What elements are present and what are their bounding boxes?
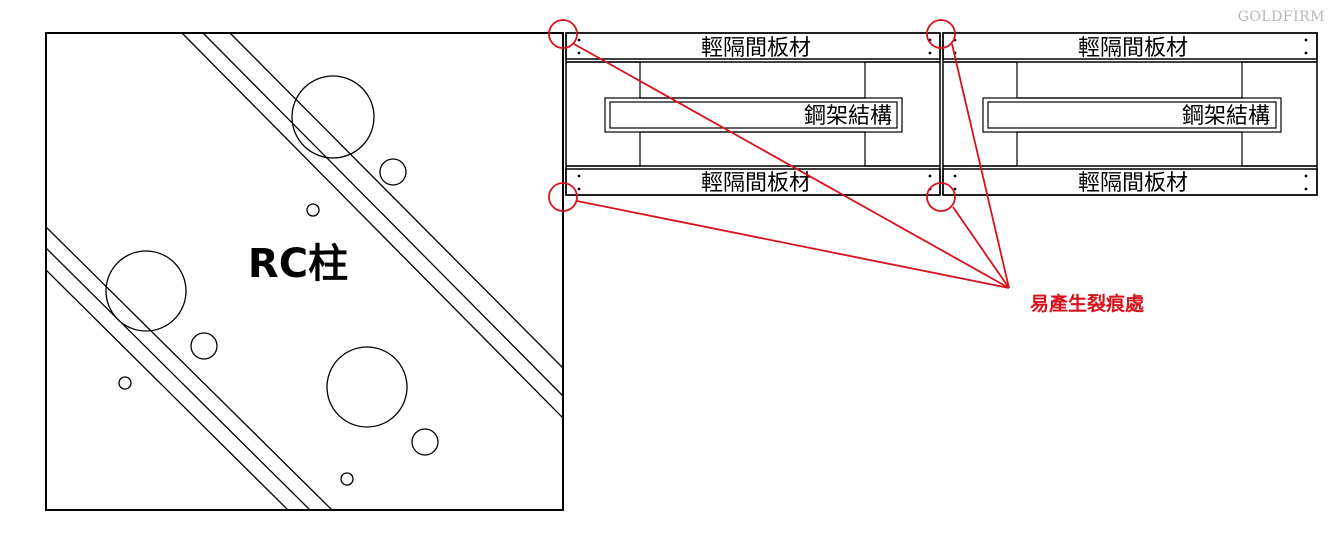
right-top-panel [942, 32, 1318, 60]
watermark: GOLDFIRM [1237, 9, 1325, 25]
aggregate-circle [340, 472, 354, 486]
rebar-line [46, 226, 333, 510]
left-steel-member [604, 97, 903, 133]
aggregate-circle [379, 158, 407, 186]
aggregate-circle [306, 203, 320, 217]
rc-column-label: RC柱 [248, 241, 348, 287]
right-top-panel-label: 輕隔間板材 [1078, 36, 1188, 61]
crack-marker-circle [926, 182, 956, 212]
left-steel-label: 鋼架結構 [804, 104, 892, 129]
rc-column-section: RC柱 [45, 32, 564, 511]
left-top-panel-label: 輕隔間板材 [701, 36, 811, 61]
leader-line [952, 206, 1010, 289]
rebar-line [46, 247, 311, 510]
aggregate-circle [190, 332, 218, 360]
right-partition-assembly: 輕隔間板材 鋼架結構 輕隔間板材 [942, 32, 1318, 196]
left-partition-assembly: 輕隔間板材 鋼架結構 輕隔間板材 [565, 32, 941, 196]
crack-callout-label: 易產生裂痕處 [1030, 292, 1145, 315]
left-top-panel [565, 32, 941, 60]
left-assembly-frame [565, 32, 941, 196]
aggregate-circle [105, 250, 187, 332]
left-bottom-panel-label: 輕隔間板材 [701, 171, 811, 196]
leader-line [573, 43, 1010, 289]
rebar-line [46, 269, 289, 510]
right-steel-member [982, 97, 1282, 133]
rebar-line [202, 33, 563, 397]
aggregate-circle [411, 428, 439, 456]
rebar-line [181, 33, 563, 419]
leader-line [951, 43, 1010, 289]
right-bottom-panel [942, 168, 1318, 196]
crack-marker-circle [548, 182, 578, 212]
right-bottom-panel-label: 輕隔間板材 [1078, 171, 1188, 196]
rebar-line [229, 33, 563, 369]
right-assembly-frame [942, 32, 1318, 196]
left-bottom-panel [565, 168, 941, 196]
crack-callout [548, 19, 1010, 289]
crack-marker-circle [548, 19, 578, 49]
rc-column-outline [45, 32, 564, 511]
crack-marker-circle [926, 19, 956, 49]
aggregate-circle [291, 75, 375, 159]
aggregate-circle [118, 376, 132, 390]
aggregate-circle [326, 346, 408, 428]
leader-line [576, 200, 1010, 289]
right-steel-label: 鋼架結構 [1182, 104, 1270, 129]
